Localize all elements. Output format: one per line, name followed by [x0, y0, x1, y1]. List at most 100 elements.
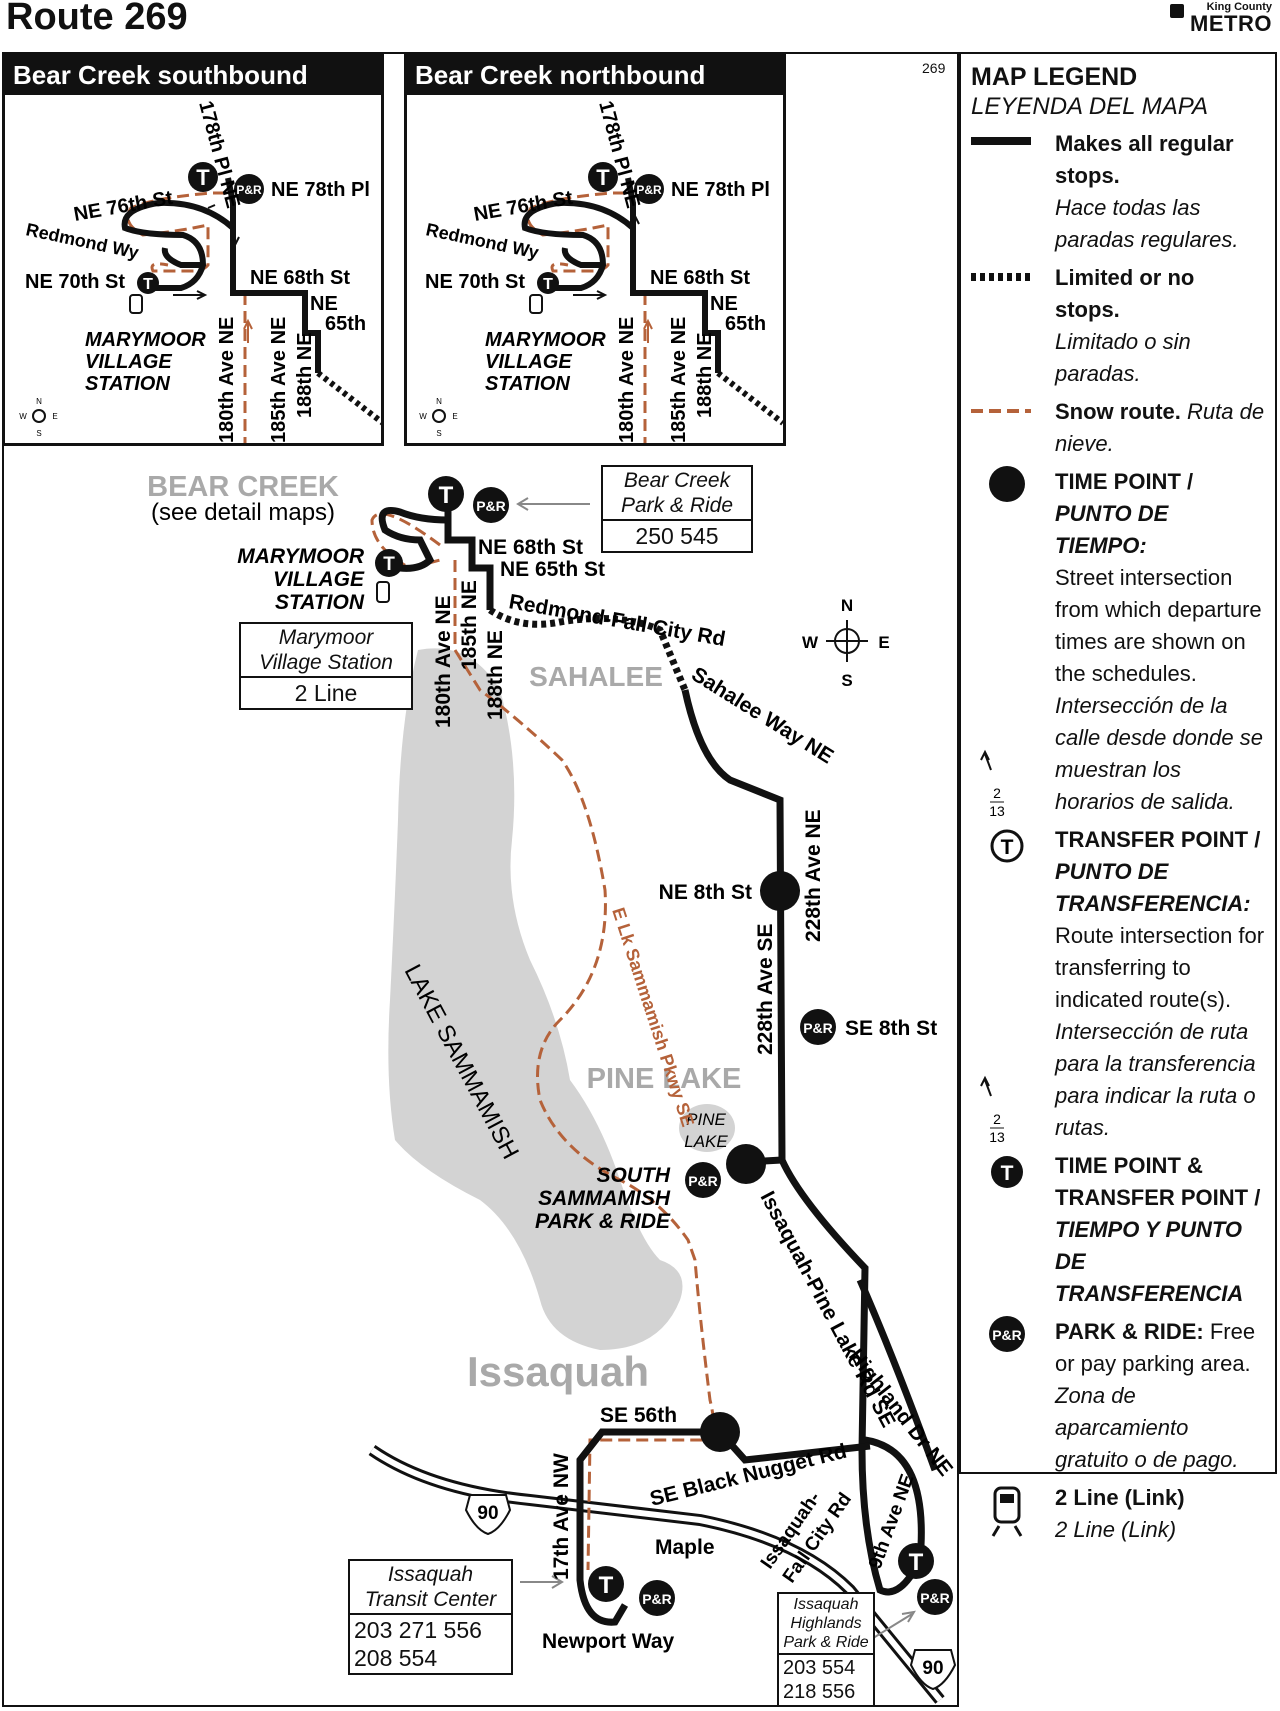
legend-transfer-point: 2 13 T TRANSFER POINT / PUNTO DE TRANSFE…: [971, 749, 1265, 1144]
svg-text:W: W: [19, 412, 27, 421]
legend-park-ride: P&R PARK & RIDE: Free or pay parking are…: [971, 1316, 1265, 1476]
direction-arrow-icon: [573, 290, 608, 300]
box-title-line: Marymoor: [278, 626, 374, 649]
street-label: SE 56th: [600, 1404, 677, 1427]
page-number: 269: [922, 60, 946, 76]
park-ride-icon: [800, 1009, 836, 1045]
street-label: 228th Ave NE: [802, 809, 825, 942]
park-ride-label: P&R: [920, 1590, 950, 1606]
svg-text:2: 2: [993, 1111, 1001, 1127]
route-loop-line: [378, 507, 449, 572]
park-ride-icon: [917, 1579, 953, 1615]
box-title-line: Park & Ride: [620, 494, 734, 517]
box-title-line: Park & Ride: [783, 1634, 869, 1651]
station-label: STATION: [85, 373, 170, 395]
time-transfer-point-icon: [588, 1566, 624, 1602]
street-label: 180th Ave NE: [616, 317, 638, 443]
legend-link: 2 Line (Link) 2 Line (Link): [971, 1482, 1265, 1546]
svg-text:S: S: [436, 429, 441, 438]
street-label: NE 65th St: [500, 558, 605, 581]
svg-text:T: T: [1001, 1162, 1014, 1185]
park-ride-icon: [634, 174, 664, 204]
street-label: NE 78th Pl: [671, 179, 770, 201]
metro-logo: King County METRO: [1170, 2, 1272, 35]
legend-regular-stops: Makes all regular stops. Hace todas las …: [971, 128, 1265, 256]
i90-shield-label: 90: [922, 1658, 943, 1679]
mini-compass-icon: N S W E: [19, 397, 57, 438]
transfer-t-label: T: [596, 165, 610, 190]
svg-text:13: 13: [989, 1129, 1005, 1145]
park-ride-label: P&R: [642, 1591, 672, 1607]
street-label: 65th: [325, 313, 366, 335]
route-line: [444, 493, 494, 610]
inset-southbound: Bear Creek southbound T P&R T 178th: [2, 52, 384, 446]
transfer-t-label: T: [909, 1549, 924, 1576]
street-label: 180th Ave NE: [432, 595, 455, 728]
svg-text:W: W: [419, 412, 427, 421]
pointer-arrow-icon: [516, 497, 590, 511]
snow-route-line: [453, 560, 715, 1571]
park-ride-icon: P&R: [989, 1316, 1025, 1352]
street-label: 228th Ave SE: [754, 923, 777, 1055]
svg-text:E: E: [52, 412, 57, 421]
regular-stops-line-icon: [971, 137, 1031, 145]
svg-text:T: T: [1001, 836, 1014, 859]
park-ride-label: P&R: [688, 1173, 718, 1189]
time-transfer-point-icon: 2 13 T: [980, 1075, 1023, 1188]
pine-lake-water-label: LAKE: [684, 1132, 728, 1151]
street-label: Maple: [655, 1536, 715, 1559]
compass-icon: N S W E: [802, 596, 890, 690]
transfer-t-label: T: [599, 1572, 614, 1599]
street-label: NE 68th St: [650, 267, 750, 289]
route-loop-line: [561, 247, 603, 268]
time-transfer-point-icon: [188, 162, 218, 192]
direction-arrow-icon: [173, 290, 208, 300]
street-label: 185th Ave NE: [668, 317, 690, 443]
street-label: 185th Ave NE: [268, 317, 290, 443]
legend-limited-stops: Limited or no stops. Limitado o sin para…: [971, 262, 1265, 390]
i90-highway-inner: [370, 1447, 943, 1702]
pine-lake-water: [679, 1104, 735, 1152]
time-point-icon: [760, 871, 800, 911]
pointer-arrow-icon: [520, 1575, 564, 1589]
transfer-t-label: T: [196, 165, 210, 190]
see-detail-label: (see detail maps): [151, 499, 335, 526]
transfer-t-label: T: [543, 276, 553, 293]
i90-shield-icon: [464, 1494, 512, 1536]
area-label-bear-creek: BEAR CREEK: [147, 471, 339, 503]
i90-shield-icon: [909, 1649, 957, 1691]
park-ride-label: P&R: [636, 183, 662, 197]
time-point-icon: [989, 466, 1025, 502]
snow-route-line-icon: [971, 409, 1031, 413]
main-map: T P&R T P&R P&R T P&R T P&R 90 90: [147, 471, 957, 1704]
street-label: Newport Way: [542, 1630, 675, 1653]
route-loop-line: [121, 199, 236, 291]
street-label: NE 8th St: [659, 881, 752, 904]
park-ride-icon: [473, 487, 509, 523]
direction-arrow-icon: [230, 218, 240, 248]
svg-text:P&R: P&R: [992, 1327, 1022, 1343]
time-transfer-point-icon: [588, 162, 618, 192]
snow-street-label: E Lk Sammamish Pkwy SE: [608, 905, 698, 1129]
limited-stops-line: [488, 607, 689, 692]
street-label: NE 68th St: [250, 267, 350, 289]
station-label: STATION: [275, 591, 365, 614]
park-ride-icon: [639, 1580, 675, 1616]
snow-route-line: [370, 512, 441, 570]
svg-text:N: N: [36, 397, 42, 406]
svg-text:2: 2: [993, 785, 1001, 801]
street-label: 185th NE: [458, 580, 481, 670]
box-routes: 250 545: [603, 519, 751, 551]
box-title-line: Highlands: [790, 1615, 862, 1632]
legend-time-transfer-point: 2 13 T TIME POINT & TRANSFER POINT / TIE…: [971, 1075, 1265, 1310]
park-ride-name-label: SOUTH: [597, 1164, 671, 1187]
inset-northbound-map: T P&R T 178th Pl NE NE 78th Pl NE 76th S…: [419, 99, 783, 443]
time-point-icon: [726, 1144, 766, 1184]
park-ride-label: P&R: [236, 183, 262, 197]
station-label: VILLAGE: [273, 568, 365, 591]
park-ride-icon: [685, 1162, 721, 1198]
transfer-t-label: T: [383, 554, 395, 575]
box-routes: 203 271 556: [350, 1613, 511, 1645]
limited-stops-line: [316, 370, 381, 426]
transfer-point-icon: 2 13 T: [980, 749, 1024, 863]
